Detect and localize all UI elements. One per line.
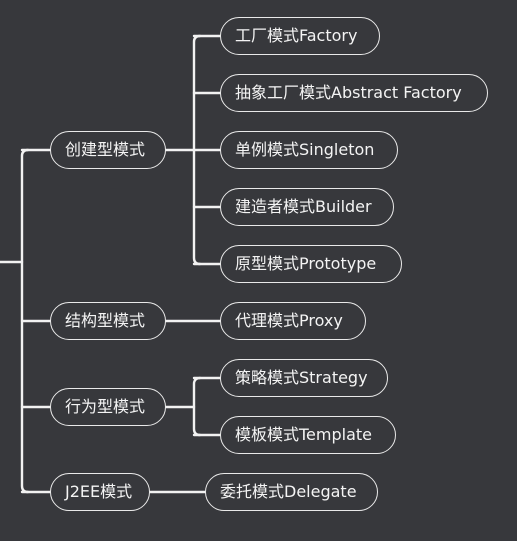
pattern-delegate[interactable]: 委托模式Delegate — [205, 473, 378, 511]
category-j2ee[interactable]: J2EE模式 — [50, 473, 150, 511]
pattern-strategy[interactable]: 策略模式Strategy — [220, 359, 388, 397]
category-behavioral[interactable]: 行为型模式 — [50, 388, 166, 426]
pattern-proxy[interactable]: 代理模式Proxy — [220, 302, 366, 340]
pattern-singleton[interactable]: 单例模式Singleton — [220, 131, 398, 169]
category-creational[interactable]: 创建型模式 — [50, 131, 166, 169]
pattern-template[interactable]: 模板模式Template — [220, 416, 396, 454]
category-structural[interactable]: 结构型模式 — [50, 302, 166, 340]
pattern-abstract-factory[interactable]: 抽象工厂模式Abstract Factory — [220, 74, 488, 112]
pattern-builder[interactable]: 建造者模式Builder — [220, 188, 394, 226]
pattern-factory[interactable]: 工厂模式Factory — [220, 17, 380, 55]
behavioral-spine — [192, 376, 202, 437]
pattern-prototype[interactable]: 原型模式Prototype — [220, 245, 402, 283]
